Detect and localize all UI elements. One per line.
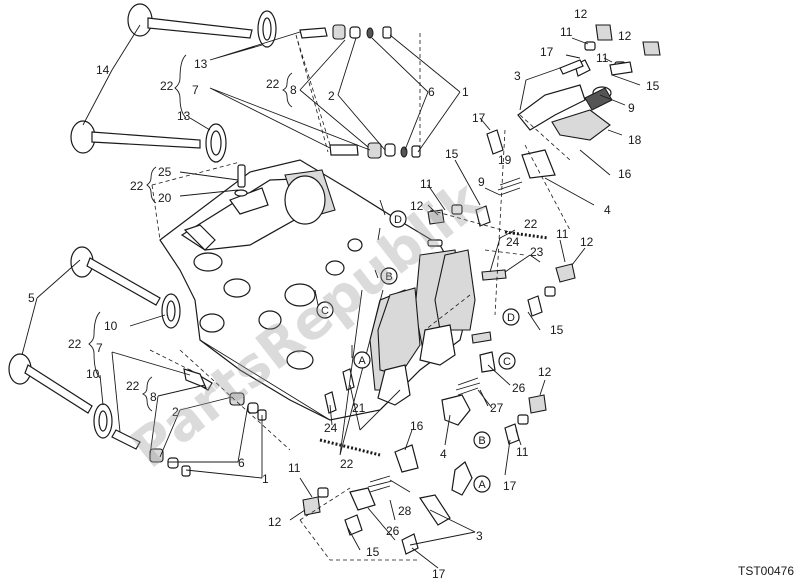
callout-11-lower-left: 11 bbox=[288, 461, 301, 475]
rocker-arm-lower bbox=[349, 351, 496, 526]
callout-14: 14 bbox=[96, 63, 110, 77]
callout-17-mid: 17 bbox=[472, 111, 486, 125]
callout-8-lower: 8 bbox=[150, 390, 157, 404]
callout-22-left: 22 bbox=[68, 337, 82, 351]
svg-text:A: A bbox=[478, 479, 486, 491]
callout-1-lower: 1 bbox=[262, 472, 269, 486]
callout-11-mid: 11 bbox=[420, 177, 433, 191]
callout-7-top: 7 bbox=[192, 83, 199, 97]
callout-22-stud: 22 bbox=[130, 179, 144, 193]
marker-b-upper: B bbox=[374, 267, 398, 285]
svg-text:A: A bbox=[358, 355, 366, 367]
drawing-code: TST00476 bbox=[738, 564, 794, 578]
callout-13-top: 13 bbox=[194, 57, 208, 71]
dashed-reference-lines bbox=[149, 33, 571, 561]
callout-2-top: 2 bbox=[328, 89, 335, 103]
brackets bbox=[88, 54, 293, 412]
callout-26-lower: 26 bbox=[386, 524, 400, 538]
callout-24-right: 24 bbox=[506, 235, 520, 249]
callout-10-lower: 10 bbox=[86, 367, 100, 381]
callout-11-right: 11 bbox=[556, 227, 569, 241]
marker-b-lower: B bbox=[473, 431, 491, 449]
callout-22-top-mid: 22 bbox=[266, 77, 280, 91]
callout-1-top: 1 bbox=[462, 85, 469, 99]
svg-text:B: B bbox=[385, 271, 392, 283]
svg-text:C: C bbox=[321, 305, 329, 317]
callout-22-lower-left: 22 bbox=[126, 379, 140, 393]
callout-22-bottom: 22 bbox=[340, 457, 354, 471]
callout-19: 19 bbox=[498, 153, 512, 167]
callout-15-right: 15 bbox=[550, 323, 564, 337]
callout-16-upper: 16 bbox=[618, 167, 632, 181]
callout-12-right: 12 bbox=[580, 235, 594, 249]
callout-16-lower: 16 bbox=[410, 419, 424, 433]
callout-4-upper: 4 bbox=[604, 203, 611, 217]
marker-d-lower: D bbox=[502, 308, 520, 326]
rocker-plates bbox=[377, 249, 476, 406]
exhaust-valve-lower bbox=[8, 353, 113, 439]
callout-25: 25 bbox=[158, 165, 172, 179]
intake-valve-top bbox=[127, 3, 277, 48]
callout-3-lower: 3 bbox=[476, 529, 483, 543]
marker-a-upper: A bbox=[351, 345, 371, 369]
callout-11-lower-right: 11 bbox=[516, 445, 529, 459]
marker-c-lower: C bbox=[498, 352, 516, 370]
stud-bolt bbox=[234, 164, 248, 197]
callout-6-lower: 6 bbox=[238, 456, 245, 470]
callout-21: 21 bbox=[352, 401, 366, 415]
callout-3-upper: 3 bbox=[514, 69, 521, 83]
intake-valve-lower bbox=[70, 120, 227, 163]
callout-12-lower-left: 12 bbox=[268, 515, 282, 529]
bolt-set-upper-right bbox=[584, 24, 661, 76]
callout-22-mid-right: 22 bbox=[524, 217, 538, 231]
callout-15-lower: 15 bbox=[366, 545, 380, 559]
callout-13-mid: 13 bbox=[177, 109, 191, 123]
callout-11-upper-b: 11 bbox=[596, 51, 609, 65]
callout-28: 28 bbox=[398, 504, 412, 518]
marker-d-upper: D bbox=[377, 199, 407, 241]
callout-23: 23 bbox=[530, 245, 544, 259]
callout-18: 18 bbox=[628, 133, 642, 147]
callout-24-left: 24 bbox=[324, 421, 338, 435]
callout-17-lower-right: 17 bbox=[503, 479, 517, 493]
marker-a-lower: A bbox=[473, 475, 491, 493]
callout-9-upper: 9 bbox=[628, 101, 635, 115]
valve-guide-set-upper bbox=[299, 24, 421, 159]
callout-22-top-left: 22 bbox=[160, 79, 174, 93]
callout-5: 5 bbox=[28, 291, 35, 305]
callout-12-mid: 12 bbox=[410, 199, 424, 213]
callout-10-top: 10 bbox=[104, 319, 118, 333]
callout-12-upper-b: 12 bbox=[618, 29, 632, 43]
callout-4-lower: 4 bbox=[440, 447, 447, 461]
callout-12-upper-a: 12 bbox=[574, 7, 588, 21]
callout-9-mid: 9 bbox=[478, 175, 485, 189]
callout-12-lower-right: 12 bbox=[538, 365, 552, 379]
grouping-bars bbox=[319, 230, 549, 457]
svg-text:D: D bbox=[507, 312, 515, 324]
callout-2-lower: 2 bbox=[172, 405, 179, 419]
callout-15-upper: 15 bbox=[646, 79, 660, 93]
rocker-arm-upper bbox=[517, 59, 613, 179]
callout-numbers: 14 13 22 7 13 22 8 2 6 1 25 22 20 5 10 2… bbox=[28, 7, 660, 581]
exhaust-valve-top bbox=[70, 246, 181, 329]
callout-20: 20 bbox=[158, 191, 172, 205]
callout-6-top: 6 bbox=[428, 85, 435, 99]
callout-7-left: 7 bbox=[96, 341, 103, 355]
svg-text:C: C bbox=[503, 356, 511, 368]
callout-27: 27 bbox=[490, 401, 504, 415]
callout-17-lower: 17 bbox=[432, 567, 446, 581]
marker-c-upper: C bbox=[314, 289, 334, 319]
callout-15-mid: 15 bbox=[445, 147, 459, 161]
callout-17-upper: 17 bbox=[540, 45, 554, 59]
callout-8-top: 8 bbox=[290, 83, 297, 97]
callout-26-right: 26 bbox=[512, 381, 526, 395]
pin-17-set bbox=[401, 129, 543, 555]
leader-lines bbox=[21, 24, 641, 569]
svg-text:D: D bbox=[394, 214, 402, 226]
callout-11-upper-a: 11 bbox=[560, 25, 573, 39]
svg-text:B: B bbox=[478, 435, 485, 447]
